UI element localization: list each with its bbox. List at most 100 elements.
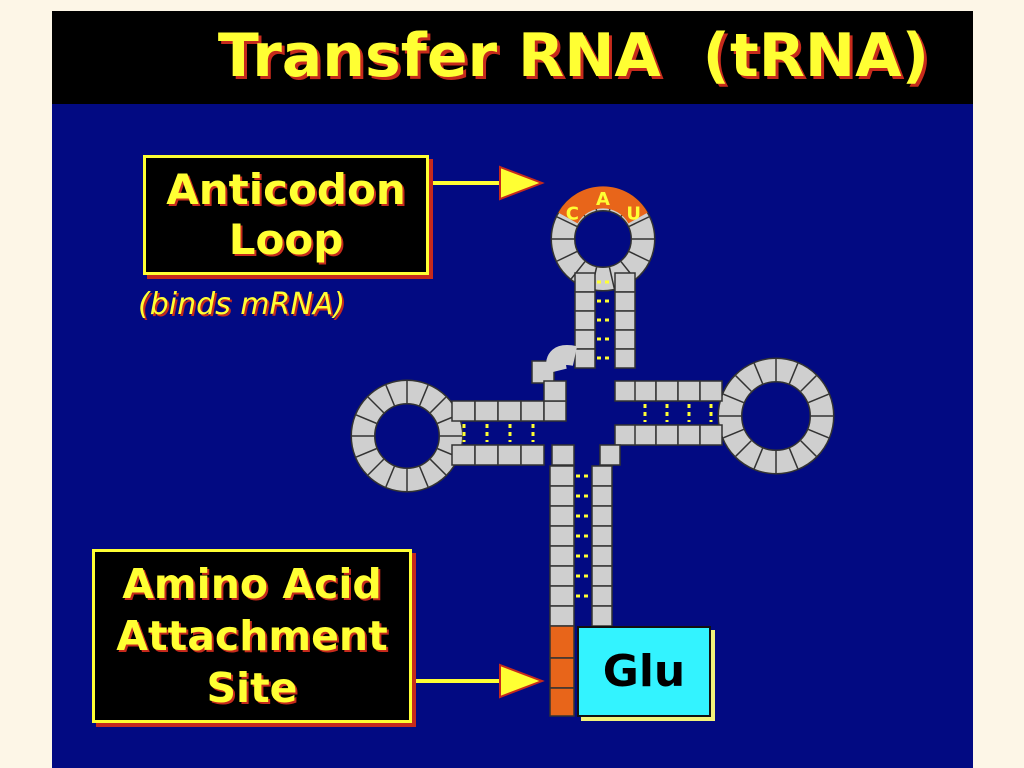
t-stem-bottom	[633, 424, 657, 446]
title-bar: Transfer RNA (tRNA)	[52, 11, 973, 104]
acceptor-stem-left	[549, 565, 575, 587]
connector-curve	[546, 345, 578, 374]
t-stem-bottom	[655, 424, 679, 446]
nucleotide-divider	[808, 393, 829, 404]
acceptor-stem-left	[549, 585, 575, 607]
d-stem-bottom	[451, 444, 476, 466]
acceptor-stem-right	[591, 465, 613, 487]
t-stem-top	[655, 380, 679, 402]
d-stem-bottom	[474, 444, 499, 466]
amino-label-line3: Site	[206, 664, 298, 712]
anticodon-base-u: U	[626, 203, 641, 224]
d-stem-bottom	[497, 444, 522, 466]
anticodon-stem-right	[614, 310, 636, 331]
nucleotide-divider	[628, 216, 650, 228]
amino-acid-box: Glu	[577, 626, 711, 717]
binds-mrna-note: (binds mRNA)	[138, 287, 346, 322]
d-stem-top	[451, 400, 476, 422]
nucleotide-divider	[800, 375, 817, 392]
nucleotide-divider	[608, 267, 616, 289]
nucleotide-divider	[628, 250, 650, 262]
anticodon-base-a: A	[596, 189, 610, 210]
nucleotide-divider	[385, 384, 396, 406]
anticodon-stem-left	[574, 348, 596, 369]
nucleotide-divider	[735, 375, 752, 392]
anticodon-stem-left	[574, 329, 596, 350]
nucleotide-divider	[808, 428, 829, 439]
nucleotide-divider	[723, 428, 744, 439]
anticodon-label-line1: Anticodon	[166, 165, 406, 214]
nucleotide-divider	[753, 363, 764, 384]
nucleotide-divider	[355, 447, 377, 458]
amino-acid-attachment-label: Amino Acid Attachment Site	[92, 549, 412, 723]
attachment-arrow	[410, 663, 545, 699]
connector	[599, 444, 621, 466]
d-stem-top	[520, 400, 545, 422]
nucleotide-divider	[753, 448, 764, 469]
acceptor-stem-left	[549, 525, 575, 547]
d-stem-top	[474, 400, 499, 422]
amino-label-line1: Amino Acid	[122, 560, 382, 608]
anticodon-stem-left	[574, 272, 596, 293]
nucleotide-divider	[556, 216, 578, 228]
nucleotide-divider	[735, 440, 752, 457]
anticodon-stem-right	[614, 348, 636, 369]
nucleotide-divider	[788, 363, 799, 384]
t-stem-top	[699, 380, 723, 402]
nucleotide-divider	[418, 384, 429, 406]
attachment-site-base-3	[549, 687, 575, 717]
acceptor-stem-left	[549, 545, 575, 567]
acceptor-stem-right	[591, 605, 613, 627]
connector	[614, 380, 636, 402]
nucleotide-divider	[367, 396, 385, 414]
nucleotide-divider	[418, 466, 429, 488]
nucleotide-divider	[429, 396, 447, 414]
attachment-site-base-1	[549, 625, 575, 659]
slide-title: Transfer RNA (tRNA)	[217, 21, 929, 91]
amino-label-line2: Attachment	[116, 612, 388, 660]
nucleotide-divider	[723, 393, 744, 404]
t-stem-bottom	[677, 424, 701, 446]
t-stem-top	[633, 380, 657, 402]
anticodon-arrow	[427, 165, 545, 201]
nucleotide-divider	[788, 448, 799, 469]
anticodon-loop-label: Anticodon Loop	[143, 155, 429, 275]
nucleotide-divider	[556, 250, 578, 262]
attachment-site-base-2	[549, 657, 575, 689]
t-stem-top	[677, 380, 701, 402]
trna-diagram: CAU	[350, 165, 835, 717]
anticodon-stem-right	[614, 291, 636, 312]
connector	[543, 400, 567, 422]
acceptor-stem-left	[549, 485, 575, 507]
nucleotide-divider	[429, 458, 447, 476]
acceptor-stem-right	[591, 565, 613, 587]
acceptor-stem-right	[591, 525, 613, 547]
anticodon-stem-left	[574, 291, 596, 312]
nucleotide-divider	[570, 261, 586, 280]
acceptor-stem-right	[591, 585, 613, 607]
d-stem-bottom	[520, 444, 545, 466]
t-stem-bottom	[699, 424, 723, 446]
trna-structure: CAU	[350, 186, 835, 717]
connector	[614, 424, 636, 446]
d-stem-top	[497, 400, 522, 422]
acceptor-stem-left	[549, 505, 575, 527]
acceptor-stem-right	[591, 485, 613, 507]
acceptor-stem-left	[549, 605, 575, 627]
nucleotide-divider	[355, 414, 377, 425]
anticodon-stem-right	[614, 272, 636, 293]
acceptor-stem-left	[549, 465, 575, 487]
nucleotide-divider	[800, 440, 817, 457]
anticodon-stem-left	[574, 310, 596, 331]
connector	[551, 444, 575, 466]
nucleotide-divider	[367, 458, 385, 476]
anticodon-stem-right	[614, 329, 636, 350]
anticodon-triplet	[558, 186, 648, 224]
acceptor-stem-right	[591, 545, 613, 567]
nucleotide-divider	[385, 466, 396, 488]
acceptor-stem-right	[591, 505, 613, 527]
anticodon-label-line2: Loop	[228, 215, 344, 264]
anticodon-base-c: C	[566, 203, 579, 224]
connector	[543, 380, 567, 402]
